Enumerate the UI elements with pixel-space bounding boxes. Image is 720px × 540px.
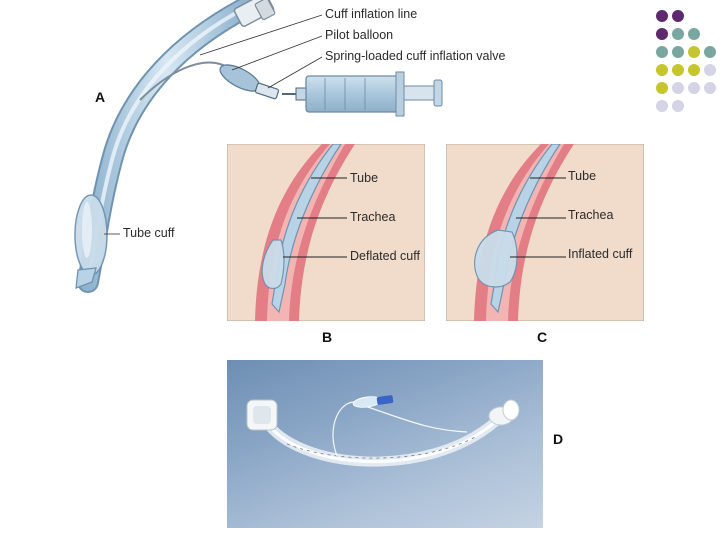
deflated-cuff <box>261 239 285 290</box>
label-b-trachea: Trachea <box>350 210 396 224</box>
decor-dot <box>672 82 684 94</box>
inflated-cuff <box>474 229 518 288</box>
panel-b-illustration <box>227 144 425 321</box>
cuff-inflation-valve <box>254 82 280 100</box>
decor-dot <box>656 82 668 94</box>
label-c-trachea: Trachea <box>568 208 614 222</box>
label-cuff-inflation-valve: Spring-loaded cuff inflation valve <box>325 49 506 63</box>
panel-a-letter: A <box>95 89 106 105</box>
decor-dot <box>672 28 684 40</box>
decor-dot <box>688 28 700 40</box>
syringe <box>282 71 443 117</box>
decor-dot <box>672 100 684 112</box>
decor-dot <box>704 64 716 76</box>
panel-d-letter: D <box>553 431 564 447</box>
label-b-deflated-cuff: Deflated cuff <box>350 249 420 263</box>
photo-tube-drawing <box>246 395 520 467</box>
label-cuff-inflation-line: Cuff inflation line <box>325 7 418 21</box>
tube <box>490 144 561 314</box>
panel-c-letter: C <box>537 329 548 345</box>
label-c-inflated-cuff: Inflated cuff <box>568 247 633 261</box>
decor-dot <box>656 100 668 112</box>
decorative-dot-grid <box>656 10 718 114</box>
decor-dot <box>656 46 668 58</box>
panel-a-illustration <box>74 0 443 293</box>
decor-dot <box>688 64 700 76</box>
panel-b-letter: B <box>322 329 333 345</box>
decor-dot <box>688 46 700 58</box>
label-c-tube: Tube <box>568 169 597 183</box>
decor-dot <box>672 46 684 58</box>
decor-dot <box>656 64 668 76</box>
label-pilot-balloon: Pilot balloon <box>325 28 394 42</box>
tube <box>271 144 342 314</box>
decor-dot <box>672 10 684 22</box>
label-b-tube: Tube <box>350 171 379 185</box>
panel-d-photo <box>227 360 543 528</box>
panel-c-illustration <box>446 144 644 321</box>
label-tube-cuff: Tube cuff <box>123 226 175 240</box>
decor-dot <box>704 82 716 94</box>
decor-dot <box>688 82 700 94</box>
decor-dot <box>656 28 668 40</box>
decor-dot <box>704 46 716 58</box>
decor-dot <box>672 64 684 76</box>
decor-dot <box>656 10 668 22</box>
